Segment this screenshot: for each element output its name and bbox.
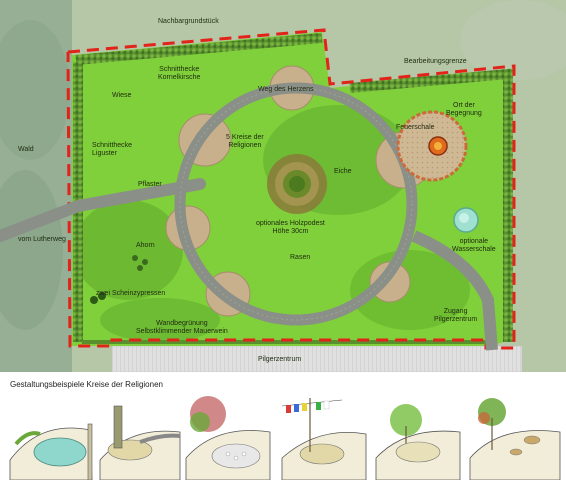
label-feuerschale: Feuerschale: [396, 124, 435, 131]
label-ahorn: Ahorn: [136, 242, 155, 249]
site-plan-map: [0, 0, 566, 372]
label-optionales-holzpodest: optionales Holzpodest Höhe 30cm: [256, 220, 325, 235]
label-optionale-wasserschale: optionale Wasserschale: [452, 238, 496, 253]
label-eiche: Eiche: [334, 168, 352, 175]
path-lutherweg: [0, 178, 206, 242]
circle-pad-east: [369, 261, 411, 303]
label-vom-lutherweg: vom Lutherweg: [18, 236, 66, 243]
path-zugang: [411, 230, 498, 351]
shrub-sketch: [375, 404, 461, 480]
building-pilgerzentrum: [111, 345, 523, 372]
water-bowl-sketch: [9, 423, 93, 480]
hedge-north: [75, 33, 323, 65]
label-wiese: Wiese: [112, 92, 132, 99]
label-wald: Wald: [18, 146, 34, 153]
label-weg-des-herzens: Weg des Herzens: [258, 86, 314, 93]
label-zwei-scheinzypressen: zwei Scheinzypressen: [96, 290, 166, 297]
label-schnitthecke-liguster: Schnitthecke Liguster: [92, 142, 133, 157]
label-zugang-pilgerzentrum: Zugang Pilgerzentrum: [434, 308, 478, 323]
tree-pebbles-sketch: [469, 398, 561, 480]
label-wandbegruenung: Wandbegrünung Selbstklimmender Mauerwein: [136, 320, 228, 335]
design-examples: [9, 396, 561, 480]
tree-stone-sketch: [185, 396, 271, 480]
label-rasen: Rasen: [290, 254, 311, 261]
label-bearbeitungsgrenze: Bearbeitungsgrenze: [404, 58, 467, 65]
flag-pole-sketch: [281, 398, 367, 480]
label-pflaster: Pflaster: [138, 181, 162, 188]
label-nachbargrundstueck: Nachbargrundstück: [158, 18, 219, 25]
hedge-east: [349, 68, 513, 342]
pillar-sketch: [99, 405, 181, 480]
examples-caption: Gestaltungsbeispiele Kreise der Religion…: [10, 380, 163, 389]
label-schnitthecke-kornelkirsche: Schnitthecke Kornelkirsche: [158, 66, 201, 81]
label-kreise-der-religionen: 5 Kreise der Religionen: [226, 134, 264, 149]
label-ort-der-begegnung: Ort der Begegnung: [446, 102, 482, 117]
label-pilgerzentrum: Pilgerzentrum: [258, 356, 302, 363]
